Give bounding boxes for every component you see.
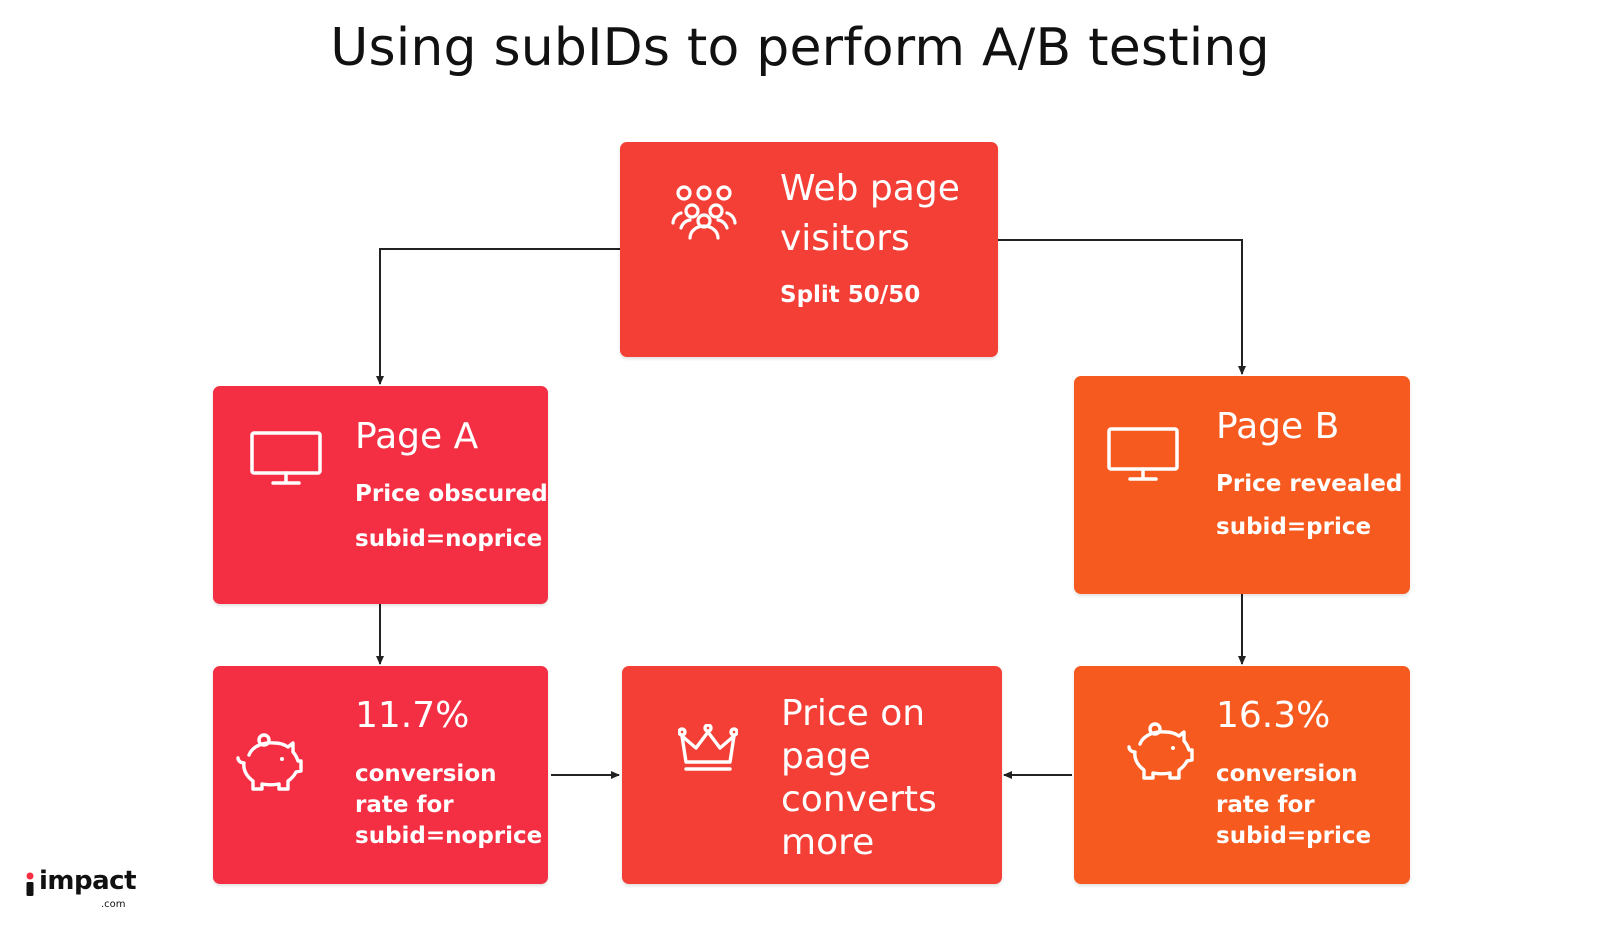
- monitor-icon: [1107, 427, 1179, 481]
- visitors-heading-line1: Web page: [780, 168, 960, 209]
- crown-icon: [678, 724, 738, 771]
- people-group-icon: [671, 185, 737, 240]
- result-b-line3: subid=price: [1216, 823, 1372, 849]
- result-b-line1: conversion: [1216, 761, 1358, 787]
- node-result-a: 11.7% conversion rate for subid=noprice: [213, 666, 548, 884]
- result-a-line1: conversion: [355, 761, 497, 787]
- conclusion-line2: page: [781, 736, 871, 777]
- logo-mark-icon: [26, 872, 34, 896]
- visitors-split-label: Split 50/50: [780, 282, 921, 308]
- result-a-line3: subid=noprice: [355, 823, 543, 849]
- node-result-b: 16.3% conversion rate for subid=price: [1074, 666, 1410, 884]
- piggy-bank-icon: [1127, 722, 1194, 780]
- page-a-description: Price obscured: [355, 481, 548, 507]
- arrow-visitors-to-page-b: [995, 239, 1246, 375]
- page-a-subid: subid=noprice: [355, 526, 543, 552]
- logo-suffix: .com: [101, 899, 126, 910]
- logo-wordmark: impact: [39, 866, 137, 896]
- node-page-a: Page A Price obscured subid=noprice: [213, 386, 548, 604]
- conclusion-line1: Price on: [781, 693, 926, 734]
- arrow-visitors-to-page-a: [376, 248, 620, 385]
- page-a-heading: Page A: [355, 416, 479, 457]
- piggy-bank-icon: [236, 733, 303, 791]
- result-a-rate: 11.7%: [355, 695, 470, 736]
- conclusion-line4: more: [781, 822, 875, 863]
- diagram-title: Using subIDs to perform A/B testing: [330, 18, 1270, 78]
- page-b-subid: subid=price: [1216, 514, 1372, 540]
- node-page-b: Page B Price revealed subid=price: [1074, 376, 1410, 594]
- node-conclusion: Price on page converts more: [622, 666, 1002, 884]
- monitor-icon: [250, 431, 322, 485]
- visitors-heading-line2: visitors: [780, 218, 910, 259]
- result-a-line2: rate for: [355, 792, 454, 818]
- result-b-rate: 16.3%: [1216, 695, 1331, 736]
- node-web-page-visitors: Web page visitors Split 50/50: [620, 142, 998, 357]
- page-b-heading: Page B: [1216, 406, 1340, 447]
- conclusion-line3: converts: [781, 779, 937, 820]
- result-b-line2: rate for: [1216, 792, 1315, 818]
- page-b-description: Price revealed: [1216, 471, 1403, 497]
